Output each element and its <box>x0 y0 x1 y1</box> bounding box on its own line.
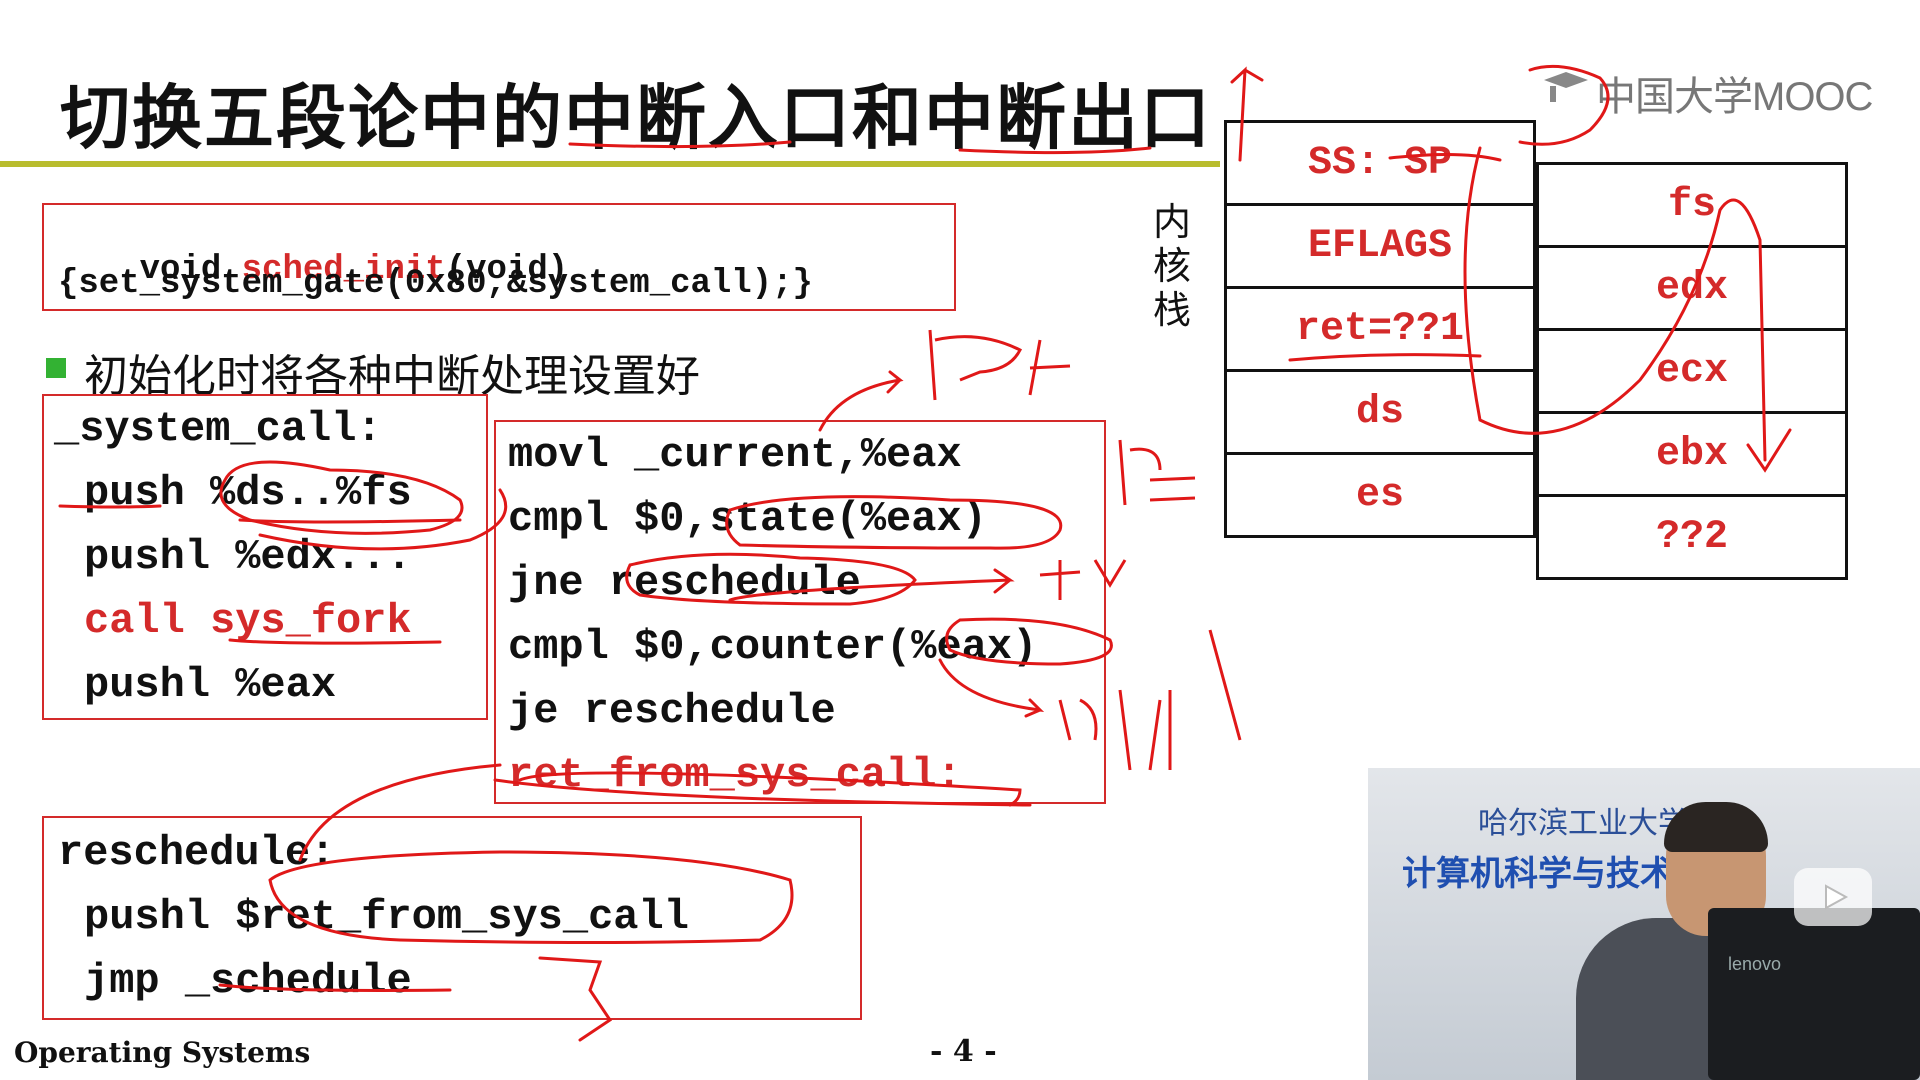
system-call-code-box: _system_call: push %ds..%fs pushl %edx..… <box>42 394 488 720</box>
title-underline-rule <box>0 161 1220 167</box>
stack-cell-left: es <box>1224 452 1536 538</box>
code-line: cmpl $0,state(%eax) <box>508 495 987 543</box>
video-banner-dept: 计算机科学与技术 <box>1402 854 1674 894</box>
stack-cell-right: ecx <box>1536 328 1848 414</box>
bullet-text: 初始化时将各种中断处理设置好 <box>84 351 700 402</box>
code-label: _system_call: <box>54 405 382 453</box>
bullet-square-icon <box>46 358 66 378</box>
code-line: movl _current,%eax <box>508 431 962 479</box>
code-line: pushl $ret_from_sys_call <box>84 893 689 941</box>
lecturer-video-inset[interactable]: 哈尔滨工业大学 计算机科学与技术 lenovo <box>1368 768 1920 1080</box>
footer-course-name: Operating Systems <box>14 1036 311 1069</box>
code-line: cmpl $0,counter(%eax) <box>508 623 1038 671</box>
code-line: {set_system_gate(0x80,&system_call);} <box>58 265 813 303</box>
code-line: jmp _schedule <box>84 957 412 1005</box>
code-line-call: call sys_fork <box>84 597 412 645</box>
code-label: reschedule: <box>58 829 336 877</box>
video-play-icon[interactable] <box>1794 868 1872 926</box>
code-line: je reschedule <box>508 687 836 735</box>
code-token: (void) <box>445 251 569 289</box>
play-triangle-icon <box>1825 884 1849 910</box>
mooc-logo-icon <box>1544 72 1588 102</box>
reschedule-code-box: reschedule: pushl $ret_from_sys_call jmp… <box>42 816 862 1020</box>
code-token-function: sched_init <box>241 251 446 289</box>
code-line: void sched_init(void) <box>58 219 569 321</box>
footer-page-number: - 4 - <box>930 1034 997 1069</box>
video-banner-school: 哈尔滨工业大学 <box>1478 806 1688 841</box>
monitor <box>1708 908 1920 1080</box>
code-line: pushl %edx... <box>84 533 412 581</box>
mooc-logo-text: 中国大学MOOC <box>1596 75 1873 119</box>
kernel-stack-label: 内核栈 <box>1152 200 1191 332</box>
sched-init-code-box: void sched_init(void) {set_system_gate(0… <box>42 203 956 311</box>
stack-cell-right: ??2 <box>1536 494 1848 580</box>
monitor-brand: lenovo <box>1728 954 1782 974</box>
lecturer-hair <box>1664 802 1768 852</box>
code-token: void <box>139 251 242 289</box>
code-line: pushl %eax <box>84 661 337 709</box>
